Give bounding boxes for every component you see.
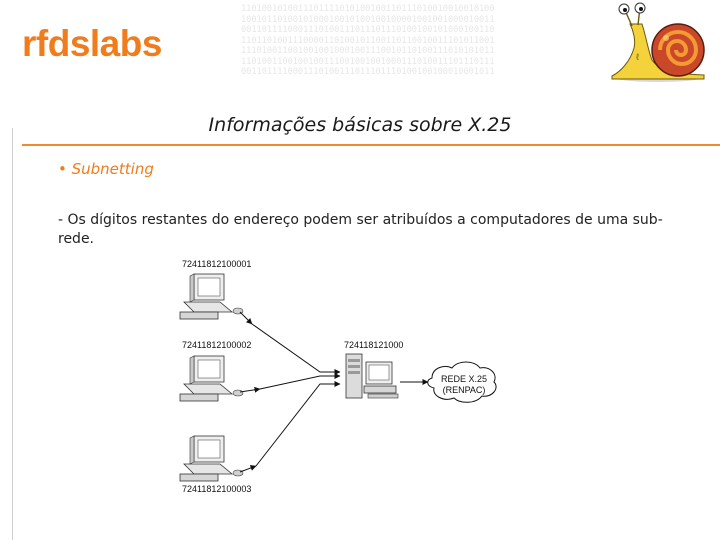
binary-row: 0011011110001110100111011101110100100100… bbox=[241, 67, 495, 77]
host-address: 724118121000 bbox=[344, 340, 403, 350]
logo-bold: rfds bbox=[22, 23, 90, 64]
network-label: REDE X.25 bbox=[441, 374, 487, 384]
computer-top-icon bbox=[179, 273, 244, 320]
computer-mid-icon bbox=[179, 355, 244, 402]
logo-light: labs bbox=[89, 23, 163, 64]
binary-row: 1101101001110000110100101100110110010011… bbox=[241, 35, 495, 46]
body-text: - Os dígitos restantes do endereço podem… bbox=[58, 212, 663, 247]
left-guide-line bbox=[12, 128, 13, 540]
binary-row: 1101001010011101111010100100110111010010… bbox=[241, 4, 495, 14]
title-underline bbox=[22, 144, 720, 146]
pc-bottom-address: 72411812100003 bbox=[182, 484, 251, 494]
binary-row: 1001011010010100010010100100100001001001… bbox=[241, 14, 495, 25]
computer-bottom-icon bbox=[179, 435, 244, 482]
x25-network-diagram: 72411812100001 72411812100002 7241181210… bbox=[179, 259, 497, 494]
binary-row: 1110100110010010010001001110010110100111… bbox=[241, 46, 495, 56]
bullet-subnetting: • Subnetting bbox=[58, 160, 154, 178]
connection-arrows bbox=[239, 311, 429, 473]
binary-row: 0011011110001110100111011101110100100101… bbox=[241, 25, 495, 35]
snail-mascot-icon: ℓ bbox=[611, 2, 705, 82]
pc-top-address: 72411812100001 bbox=[182, 259, 251, 269]
binary-pattern: 1101001010011101111010100100110111010010… bbox=[241, 4, 537, 78]
svg-text:ℓ: ℓ bbox=[636, 52, 640, 62]
network-sublabel: (RENPAC) bbox=[443, 385, 486, 395]
x25-network-cloud bbox=[427, 361, 497, 403]
binary-row: 1101001100100100111001001001000111010011… bbox=[241, 56, 495, 67]
host-server-icon bbox=[345, 353, 399, 399]
slide-title: Informações básicas sobre X.25 bbox=[208, 114, 512, 136]
pc-mid-address: 72411812100002 bbox=[182, 340, 251, 350]
rfdslabs-logo: rfdslabs bbox=[22, 22, 162, 66]
slide-header: rfdslabs 1101001010011101111010100100110… bbox=[0, 0, 720, 90]
